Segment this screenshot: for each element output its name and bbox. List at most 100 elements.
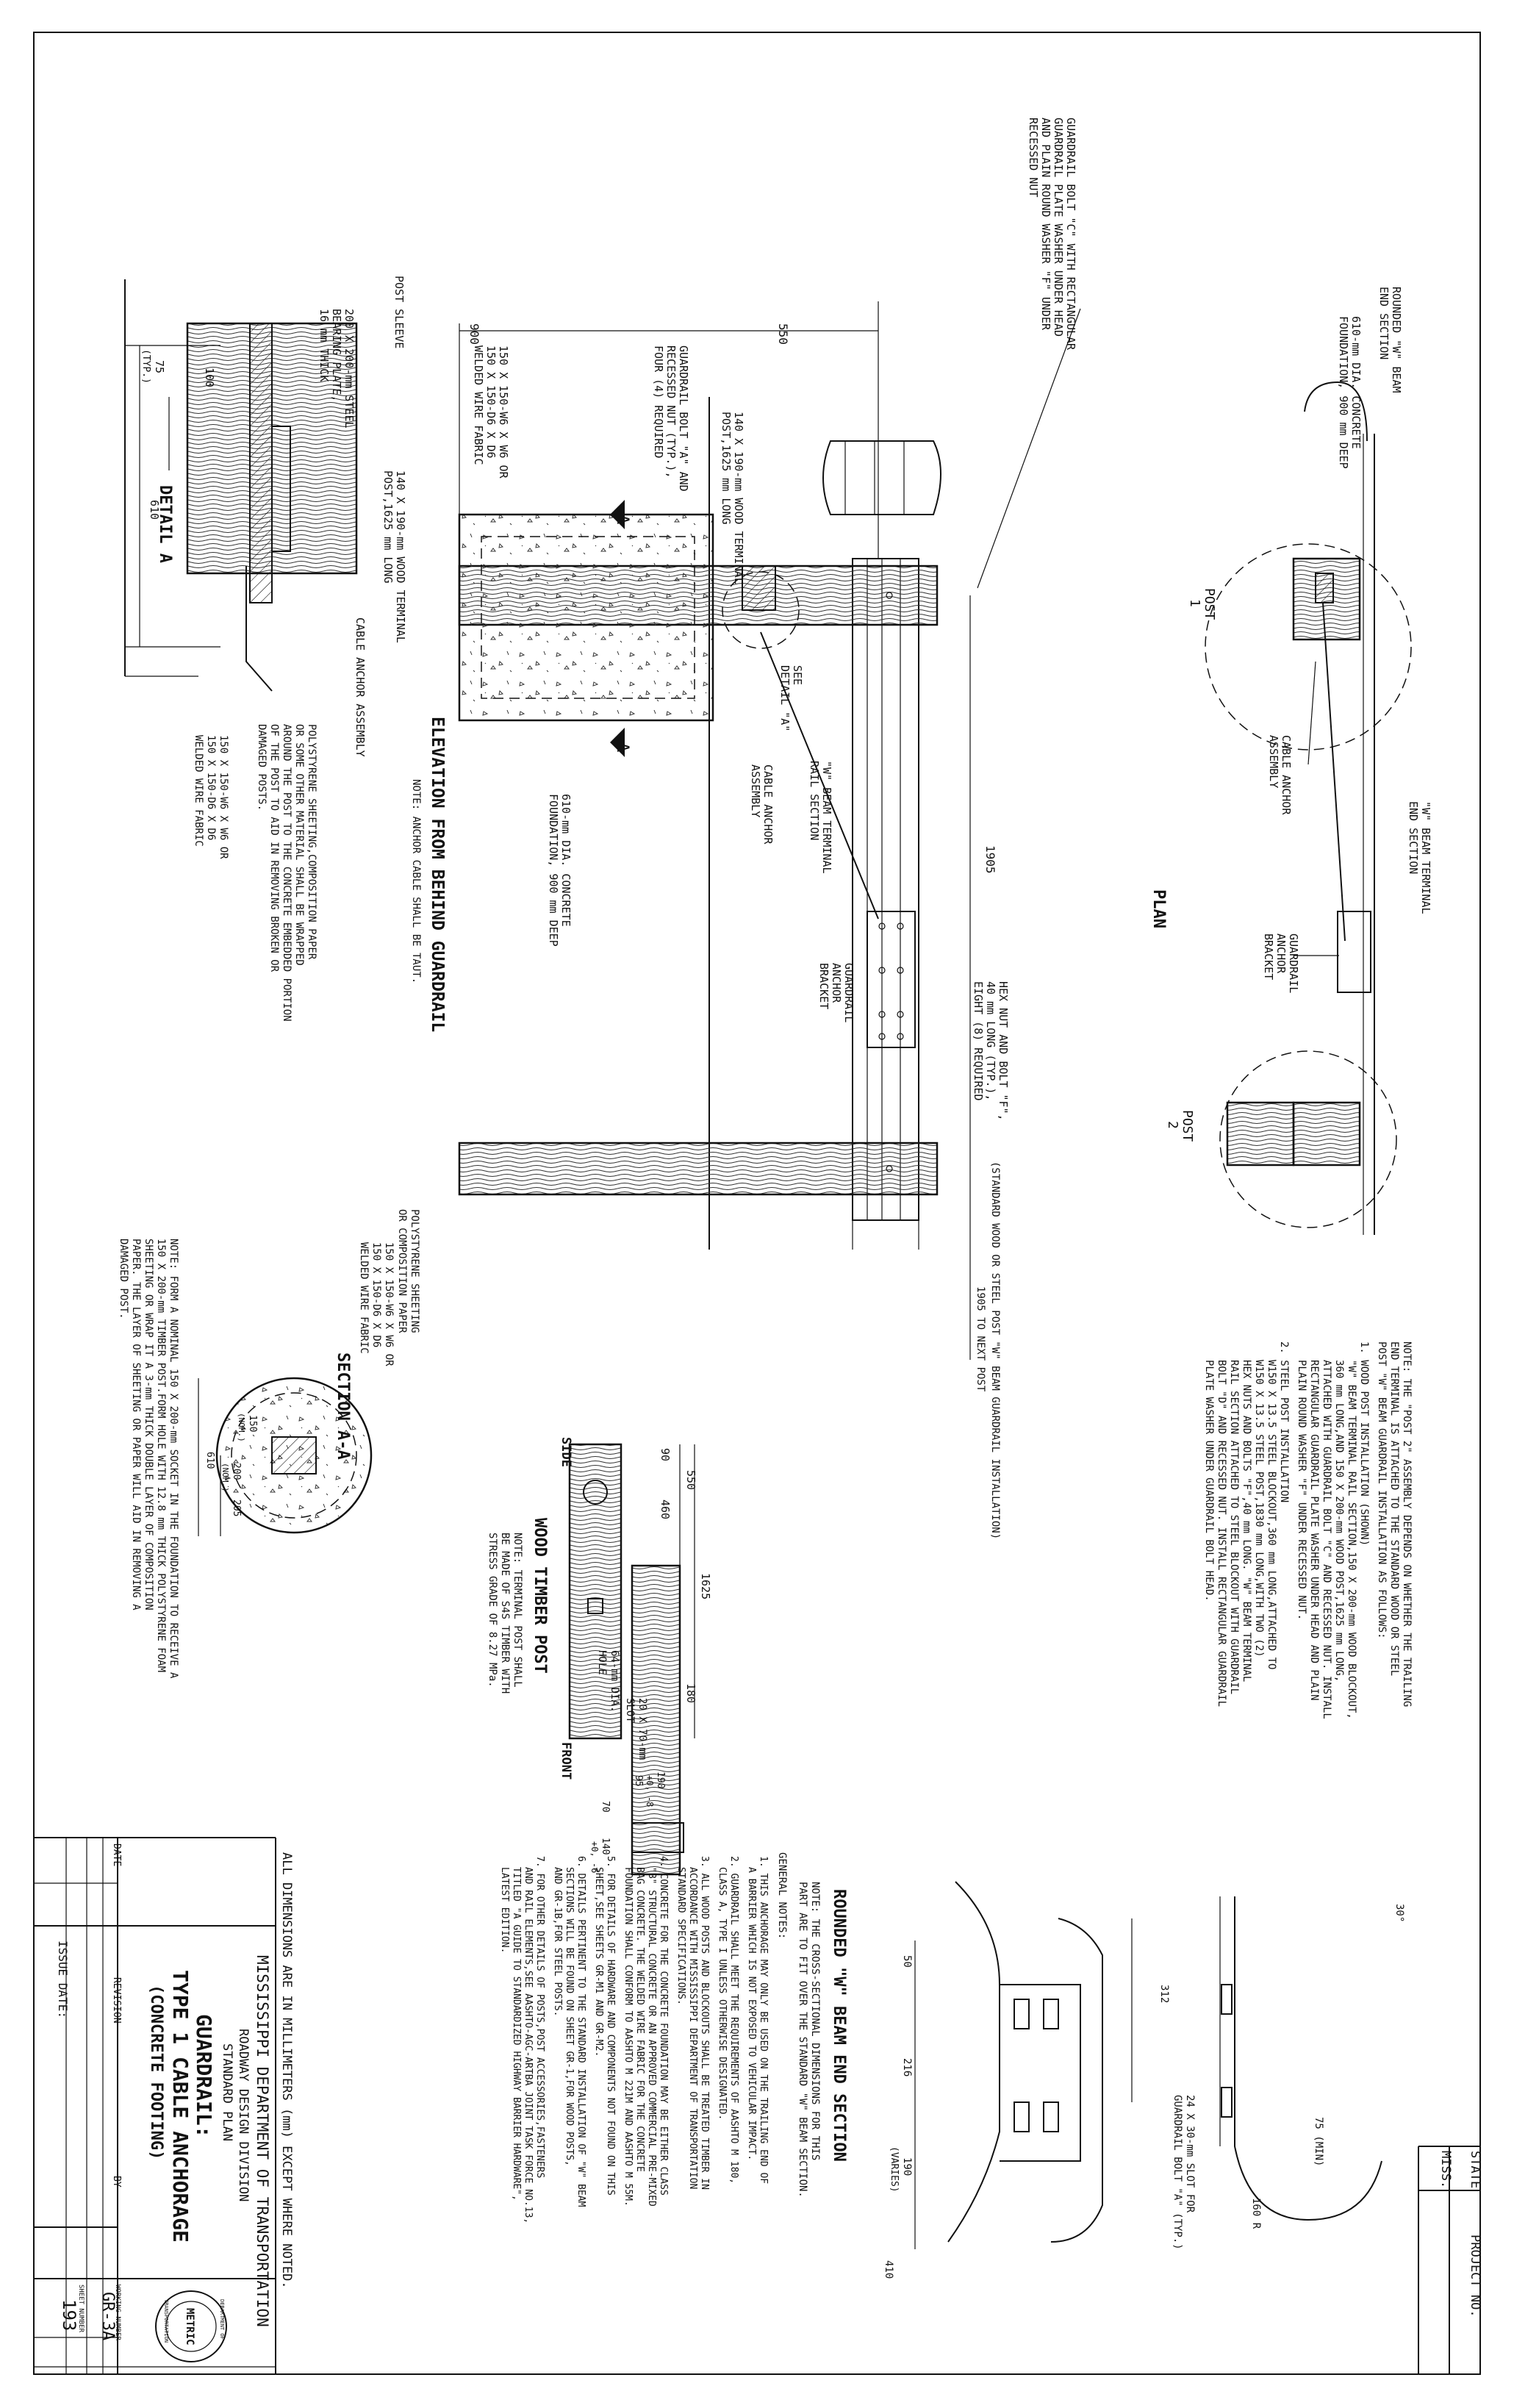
svg-text:550: 550 [684,1470,697,1490]
svg-text:RECESSED NUT: RECESSED NUT [1027,118,1040,197]
svg-text:180: 180 [684,1683,697,1703]
svg-text:BRACKET: BRACKET [1262,934,1275,980]
svg-text:WELDED WIRE FABRIC: WELDED WIRE FABRIC [472,345,485,465]
svg-text:ANCHOR: ANCHOR [830,963,843,1003]
svg-text:2: 2 [1165,1121,1180,1129]
svg-text:550: 550 [776,323,790,345]
elev-post2 [458,1142,939,1196]
state-label: STATE [1468,2151,1482,2188]
svg-text:312: 312 [1158,1985,1170,2003]
svg-text:+0, -8: +0, -8 [645,1775,655,1807]
svg-text:RAIL SECTION ATTACHED TO STEEL: RAIL SECTION ATTACHED TO STEEL BLOCKOUT … [1228,1360,1240,1694]
svg-text:CLASS A, TYPE I UNLESS OTHERWI: CLASS A, TYPE I UNLESS OTHERWISE DESIGNA… [717,1867,728,2120]
svg-text:POST,1625 mm LONG: POST,1625 mm LONG [381,470,395,584]
svg-text:30°: 30° [1393,1904,1405,1922]
svg-text:BRACKET: BRACKET [817,963,830,1009]
general-notes: GENERAL NOTES: 1. THIS ANCHORAGE MAY ONL… [499,1852,788,2224]
svg-text:POST: POST [1180,1110,1195,1142]
svg-text:150 X 150-D6 X D6: 150 X 150-D6 X D6 [370,1242,382,1347]
svg-text:CABLE ANCHOR ASSEMBLY: CABLE ANCHOR ASSEMBLY [354,617,367,757]
svg-text:ROUNDED "W" BEAM: ROUNDED "W" BEAM [1390,287,1403,393]
svg-text:150 X 150-W6 X W6 OR: 150 X 150-W6 X W6 OR [497,345,510,479]
svg-text:SECTIONS WILL BE FOUND ON SHEE: SECTIONS WILL BE FOUND ON SHEET GR-1,FOR… [564,1867,575,2166]
svg-text:AND RAIL ELEMENTS,SEE AASHTO-A: AND RAIL ELEMENTS,SEE AASHTO-AGC-ARTBA J… [523,1867,534,2224]
svg-text:BAG CONCRETE. THE WELDED WIRE: BAG CONCRETE. THE WELDED WIRE FABRIC FOR… [634,1867,645,2172]
svg-text:BEARING PLATE,: BEARING PLATE, [330,309,343,401]
svg-text:16 mm THICK: 16 mm THICK [317,309,331,381]
svg-text:OF THE POST TO AID IN REMOVING: OF THE POST TO AID IN REMOVING BROKEN OR [268,724,280,972]
org-line3: STANDARD PLAN [220,2043,234,2141]
detail-a: DETAIL A POST SLEEVE 200 X 200-mm STEEL … [124,276,407,1022]
svg-text:NOTE: FORM A NOMINAL 150 X 200: NOTE: FORM A NOMINAL 150 X 200-mm SOCKET… [168,1239,179,1679]
svg-text:POST "W" BEAM GUARDRAIL INSTAL: POST "W" BEAM GUARDRAIL INSTALLATION AS … [1376,1341,1388,1639]
svg-text:70: 70 [600,1801,611,1813]
drawing-title2: TYPE 1 CABLE ANCHORAGE [168,1970,193,2243]
elev-foundation [458,513,714,722]
svg-text:RECESSED NUT (TYP.),: RECESSED NUT (TYP.), [664,345,678,479]
svg-text:160 R: 160 R [1250,2198,1262,2229]
svg-text:END SECTION: END SECTION [1377,287,1391,359]
svg-text:CABLE ANCHOR: CABLE ANCHOR [1280,735,1293,815]
svg-text:CABLE ANCHOR: CABLE ANCHOR [761,764,775,845]
svg-text:FOUNDATION SHALL CONFORM TO AA: FOUNDATION SHALL CONFORM TO AASHTO M 221… [623,1867,634,2207]
svg-text:DEPARTMENT OF: DEPARTMENT OF [219,2299,225,2340]
svg-text:140 X 190-mm WOOD TERMINAL: 140 X 190-mm WOOD TERMINAL [732,412,745,584]
svg-text:ASSEMBLY: ASSEMBLY [749,764,762,817]
svg-text:HOLE: HOLE [596,1650,608,1675]
units-note: ALL DIMENSIONS ARE IN MILLIMETERS (mm) E… [279,1852,294,2289]
svg-text:DETAIL "A": DETAIL "A" [778,665,792,731]
svg-text:GUARDRAIL: GUARDRAIL [1287,934,1300,993]
plan-post2-circle [1219,1050,1397,1228]
svg-text:FRONT: FRONT [559,1742,573,1780]
svg-text:360 mm LONG,AND 150 X 200-mm W: 360 mm LONG,AND 150 X 200-mm WOOD POST,1… [1333,1360,1345,1682]
state-value: MISS. [1438,2151,1453,2188]
svg-text:900: 900 [467,323,481,345]
svg-text:NOTE: TERMINAL POST SHALL: NOTE: TERMINAL POST SHALL [512,1533,523,1688]
svg-text:AND GR-1B,FOR STEEL POSTS.: AND GR-1B,FOR STEEL POSTS. [552,1867,563,2017]
general-notes-title: GENERAL NOTES: [776,1852,788,1939]
svg-text:(NOM.): (NOM.) [220,1463,230,1492]
svg-text:GUARDRAIL BOLT "A" AND: GUARDRAIL BOLT "A" AND [677,345,690,492]
svg-text:OR COMPOSITION PAPER: OR COMPOSITION PAPER [396,1209,408,1333]
svg-text:TRANSPORTATION: TRANSPORTATION [163,2299,169,2343]
by-label: BY [111,2176,122,2187]
svg-text:(NOM.): (NOM.) [237,1413,246,1442]
svg-text:GUARDRAIL BOLT "C" WITH RECTAN: GUARDRAIL BOLT "C" WITH RECTANGULAR [1064,118,1077,351]
rounded-end-section: ROUNDED "W" BEAM END SECTION NOTE: THE C… [797,1881,1405,2279]
svg-text:205: 205 [231,1499,242,1516]
svg-text:TITLED "A GUIDE TO STANDARDIZE: TITLED "A GUIDE TO STANDARDIZED HIGHWAY … [511,1867,522,2201]
plan-title: PLAN [1149,889,1168,928]
sheet-border [33,32,1481,2375]
svg-text:GUARDRAIL BOLT "A" (TYP.): GUARDRAIL BOLT "A" (TYP.) [1172,2095,1183,2250]
svg-text:NOTE: THE "POST 2" ASSEMBLY DE: NOTE: THE "POST 2" ASSEMBLY DEPENDS ON W… [1401,1341,1413,1707]
wood-post-side [568,1443,623,1740]
svg-text:"W" BEAM TERMINAL: "W" BEAM TERMINAL [1419,801,1432,914]
org-line1: MISSISSIPPI DEPARTMENT OF TRANSPORTATION [254,1955,271,2327]
svg-text:POST SLEEVE: POST SLEEVE [392,276,406,348]
working-number: GR-3A [98,2292,117,2340]
svg-text:24 X 30-mm SLOT FOR: 24 X 30-mm SLOT FOR [1184,2095,1196,2213]
svg-text:75 (MIN): 75 (MIN) [1313,2117,1324,2166]
bracket-label: GUARDRAIL [842,963,855,1022]
svg-text:410: 410 [883,2260,894,2279]
svg-text:GUARDRAIL PLATE WASHER UNDER H: GUARDRAIL PLATE WASHER UNDER HEAD [1052,118,1065,337]
section-a-a: SECTION A-A POLYSTYRENE SHEETING OR COMP… [118,1209,420,1679]
svg-text:END TERMINAL IS ATTACHED TO TH: END TERMINAL IS ATTACHED TO THE STANDARD… [1388,1341,1400,1676]
plan-view: PLAN POST 1 POST 2 ROUNDED "W" BEAM END … [977,118,1432,1235]
svg-text:610-mm DIA. CONCRETE: 610-mm DIA. CONCRETE [559,794,573,927]
svg-text:SEE: SEE [791,665,804,685]
svg-text:POST: POST [1202,588,1217,620]
svg-text:1625: 1625 [699,1573,712,1599]
svg-text:460: 460 [659,1499,672,1519]
svg-text:150 X 150-D6 X D6: 150 X 150-D6 X D6 [205,735,217,840]
svg-text:POLYSTYRENE SHEETING: POLYSTYRENE SHEETING [409,1209,420,1333]
svg-text:4. CONCRETE FOR THE CONCRETE F: 4. CONCRETE FOR THE CONCRETE FOUNDATION … [658,1856,669,2196]
svg-text:END SECTION: END SECTION [1407,801,1420,874]
svg-text:ANCHOR: ANCHOR [1274,934,1288,974]
end-section-title: ROUNDED "W" BEAM END SECTION [830,1889,848,2162]
svg-text:NOTE: THE CROSS-SECTIONAL DIME: NOTE: THE CROSS-SECTIONAL DIMENSIONS FOR… [809,1882,821,2160]
drawing-title3: (CONCRETE FOOTING) [147,1985,165,2160]
svg-text:20 X 70-mm: 20 X 70-mm [636,1698,648,1760]
svg-text:190: 190 [901,2157,913,2176]
svg-text:610: 610 [148,500,161,520]
